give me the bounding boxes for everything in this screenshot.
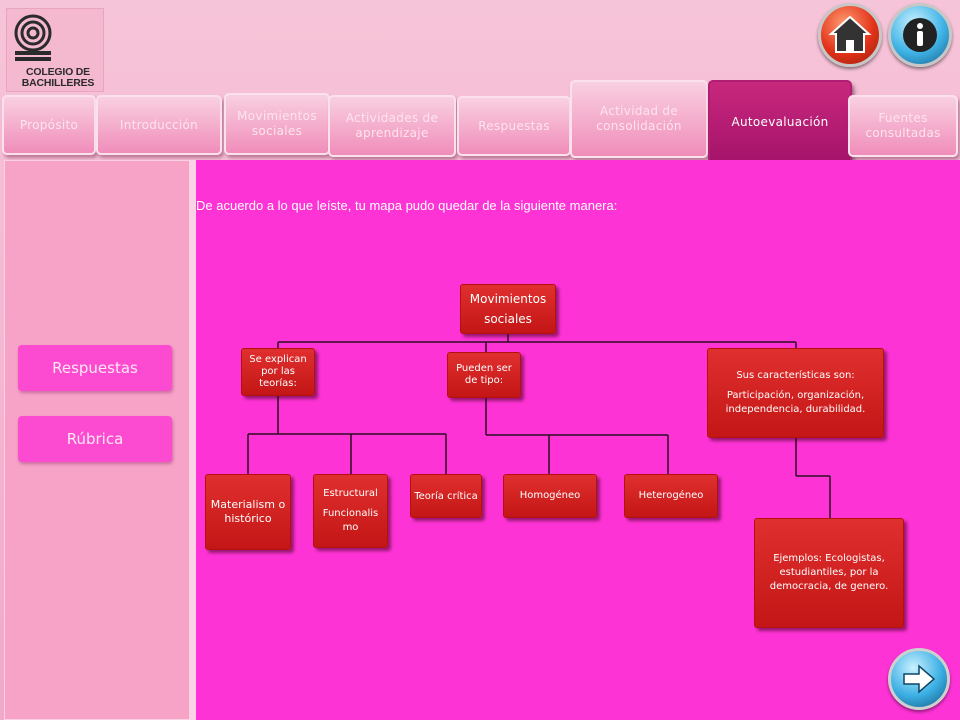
panel-divider	[190, 160, 196, 720]
info-button[interactable]	[888, 3, 952, 67]
tab-actividades-aprendizaje[interactable]: Actividades de aprendizaje	[328, 95, 456, 157]
tab-respuestas[interactable]: Respuestas	[457, 96, 571, 156]
logo-text: COLEGIO DE BACHILLERES	[21, 66, 95, 89]
tab-fuentes-consultadas[interactable]: Fuentes consultadas	[848, 95, 958, 157]
tab-proposito[interactable]: Propósito	[2, 95, 96, 155]
map-node-estructural-funcionalismo: Estructural Funcionalis mo	[313, 474, 388, 548]
map-node-movimientos-sociales: Movimientos sociales	[460, 284, 556, 334]
map-node-pueden-ser: Pueden ser de tipo:	[447, 352, 521, 398]
home-icon	[828, 15, 872, 53]
arrow-right-icon	[903, 664, 936, 694]
map-node-se-explican: Se explican por las teorías:	[241, 348, 315, 396]
tab-movimientos-sociales[interactable]: Movimientos sociales	[224, 93, 330, 155]
next-button[interactable]	[888, 648, 950, 710]
logo-emblem-icon	[14, 14, 52, 61]
tab-actividad-consolidacion[interactable]: Actividad de consolidación	[570, 80, 708, 158]
home-button[interactable]	[818, 3, 882, 67]
tab-introduccion[interactable]: Introducción	[96, 95, 222, 155]
info-icon	[903, 18, 937, 52]
colegio-de-bachilleres-logo: COLEGIO DE BACHILLERES	[6, 8, 104, 92]
map-node-homogeneo: Homogéneo	[503, 474, 597, 518]
map-node-materialismo-historico: Materialism o histórico	[205, 474, 291, 550]
map-node-teoria-critica: Teoría crítica	[410, 474, 482, 518]
rubrica-button[interactable]: Rúbrica	[18, 416, 172, 462]
respuestas-button[interactable]: Respuestas	[18, 345, 172, 391]
map-node-ejemplos: Ejemplos: Ecologistas, estudiantiles, po…	[754, 518, 904, 628]
map-node-heterogeneo: Heterogéneo	[624, 474, 718, 518]
intro-text: De acuerdo a lo que leíste, tu mapa pudo…	[196, 198, 618, 213]
map-node-caracteristicas: Sus características son: Participación, …	[707, 348, 884, 438]
